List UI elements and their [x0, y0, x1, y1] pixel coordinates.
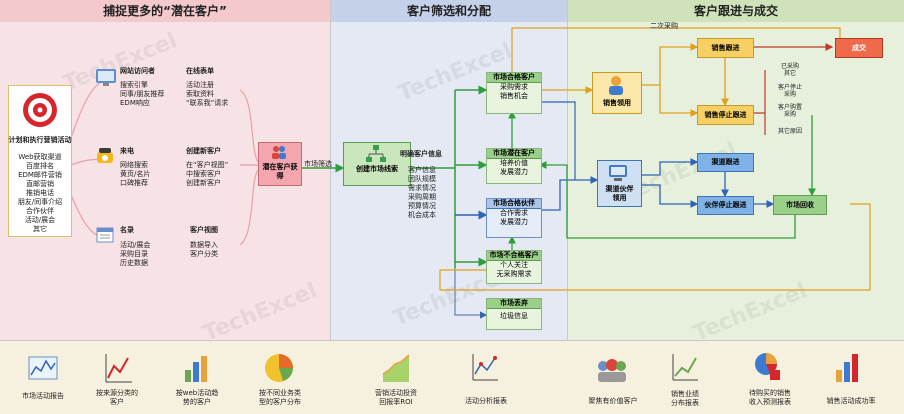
report-3: 按web活动趋 势的客户: [175, 389, 219, 406]
report-2: 按来源分类的 客户: [96, 389, 138, 406]
plan-title: 计划和执行营销活动: [8, 136, 72, 144]
org-chart-icon: [365, 144, 387, 164]
discard-title: 市场丢弃: [487, 299, 541, 309]
web-items: 搜索引擎 同事/朋友推荐 EDM响应: [120, 81, 165, 107]
report-10: 销售活动成功率: [826, 397, 876, 405]
directory-items: 活动/展会 采购目录 历史数据: [120, 241, 151, 267]
report-1: 市场活动报告: [22, 392, 64, 400]
channel-follow-box: 渠道跟进: [697, 153, 754, 172]
plan-items: Web获取渠道 百度排名 EDM邮件营销 直邮营销 推销电话 朋友/同事介绍 合…: [17, 153, 63, 233]
partner-stop-box: 伙伴停止跟进: [697, 196, 754, 215]
second-purchase-label: 二次采购: [650, 22, 678, 30]
discard-items: 垃圾信息: [500, 312, 528, 320]
directory-icon: [95, 225, 115, 245]
qualified-customer-items: 采购需求 销售机会: [500, 83, 528, 100]
web-title: 网站访问者: [120, 67, 155, 75]
target-icon: [22, 92, 58, 128]
potential-customer-items: 培养价值 发展潜力: [500, 159, 528, 176]
activity-chart-icon: [28, 355, 58, 383]
people-icon: [270, 143, 288, 161]
sales-performance-icon: [670, 352, 700, 382]
sales-stop-box: 销售停止跟进: [697, 105, 754, 125]
online-form-title: 在线表单: [186, 67, 214, 75]
web-trend-icon: [183, 352, 211, 384]
create-customer-items: 在“客户视图” 中搜索客户 创建新客户: [186, 161, 229, 187]
define-info-items: 客户信息 团队规模 需求情况 采购周期 预算情况 机会成本: [408, 166, 436, 219]
success-rate-icon: [833, 350, 863, 384]
online-form-items: 活动注册 索取资料 “联系我”请求: [186, 81, 229, 107]
deal-box: 成交: [835, 38, 883, 58]
recycle-box: 市场回收: [773, 195, 827, 215]
reason-2: 客户停止 采购: [777, 84, 802, 98]
qualified-partner-box: 市场合格伙伴 合作需求 发展潜力: [486, 198, 542, 238]
channel-lead-label: 渠道伙伴 领用: [605, 185, 634, 202]
report-6: 活动分析报表: [465, 397, 507, 405]
phone-icon: [95, 146, 115, 166]
filter-label: 市场筛选: [304, 160, 332, 168]
qualified-partner-items: 合作需求 发展潜力: [500, 209, 528, 226]
source-chart-icon: [103, 352, 133, 384]
reports-bar: [0, 340, 904, 414]
customer-view-items: 数据导入 客户分类: [190, 241, 218, 258]
valuable-customer-icon: [595, 358, 629, 384]
report-5: 营销活动投资 回报率ROI: [375, 389, 417, 406]
report-8: 销售业绩 分布报表: [671, 390, 699, 407]
discard-box: 市场丢弃 垃圾信息: [486, 298, 542, 330]
channel-lead-box: 渠道伙伴 领用: [597, 160, 642, 207]
phone-title: 来电: [120, 147, 134, 155]
header-filter: 客户筛选和分配: [331, 0, 567, 22]
create-customer-title: 创建新客户: [186, 147, 221, 155]
sales-lead-label: 销售领用: [603, 99, 631, 107]
activity-analysis-icon: [470, 352, 500, 382]
reason-3: 客户购置 采购: [777, 104, 802, 118]
report-4: 按不同业务类 型的客户分布: [259, 389, 301, 406]
customer-view-title: 客户视图: [190, 226, 218, 234]
create-lead-label: 创建市场线索: [356, 165, 398, 173]
header-capture: 捕捉更多的“潜在客户”: [0, 0, 330, 22]
deal-label: 成交: [852, 44, 866, 52]
report-7: 聚焦有价值客户: [588, 397, 638, 405]
directory-title: 名录: [120, 226, 134, 234]
acquire-label: 潜在客户获得: [262, 163, 298, 180]
channel-follow-label: 渠道跟进: [711, 158, 740, 166]
qualified-customer-title: 市场合格客户: [487, 73, 541, 83]
header-followup: 客户跟进与成交: [568, 0, 904, 22]
pie-chart-icon: [263, 352, 295, 384]
unqualified-customer-items: 个人关注 无采购需求: [496, 261, 532, 278]
reason-1: 已采购 其它: [780, 63, 799, 77]
web-visitor-icon: [95, 66, 117, 88]
recycle-label: 市场回收: [786, 201, 814, 209]
define-info-title: 明确客户信息: [400, 150, 442, 158]
potential-customer-title: 市场潜在客户: [487, 149, 541, 159]
sales-follow-label: 销售跟进: [711, 44, 740, 52]
report-9: 待购买的销售 收入预测报表: [749, 389, 791, 406]
qualified-customer-box: 市场合格客户 采购需求 销售机会: [486, 72, 542, 114]
unqualified-customer-title: 市场不合格客户: [487, 251, 541, 261]
revenue-forecast-icon: [752, 350, 782, 382]
channel-partner-icon: [607, 162, 629, 184]
reason-4: 其它原因: [777, 128, 802, 135]
potential-customer-box: 市场潜在客户 培养价值 发展潜力: [486, 148, 542, 184]
sales-follow-box: 销售跟进: [697, 38, 754, 58]
sales-stop-label: 销售停止跟进: [704, 111, 747, 119]
roi-chart-icon: [381, 352, 411, 384]
partner-stop-label: 伙伴停止跟进: [704, 201, 747, 209]
qualified-partner-title: 市场合格伙伴: [487, 199, 541, 209]
phone-items: 网络搜索 黄页/名片 口碑推荐: [120, 161, 151, 187]
sales-person-icon: [605, 74, 627, 96]
unqualified-customer-box: 市场不合格客户 个人关注 无采购需求: [486, 250, 542, 284]
